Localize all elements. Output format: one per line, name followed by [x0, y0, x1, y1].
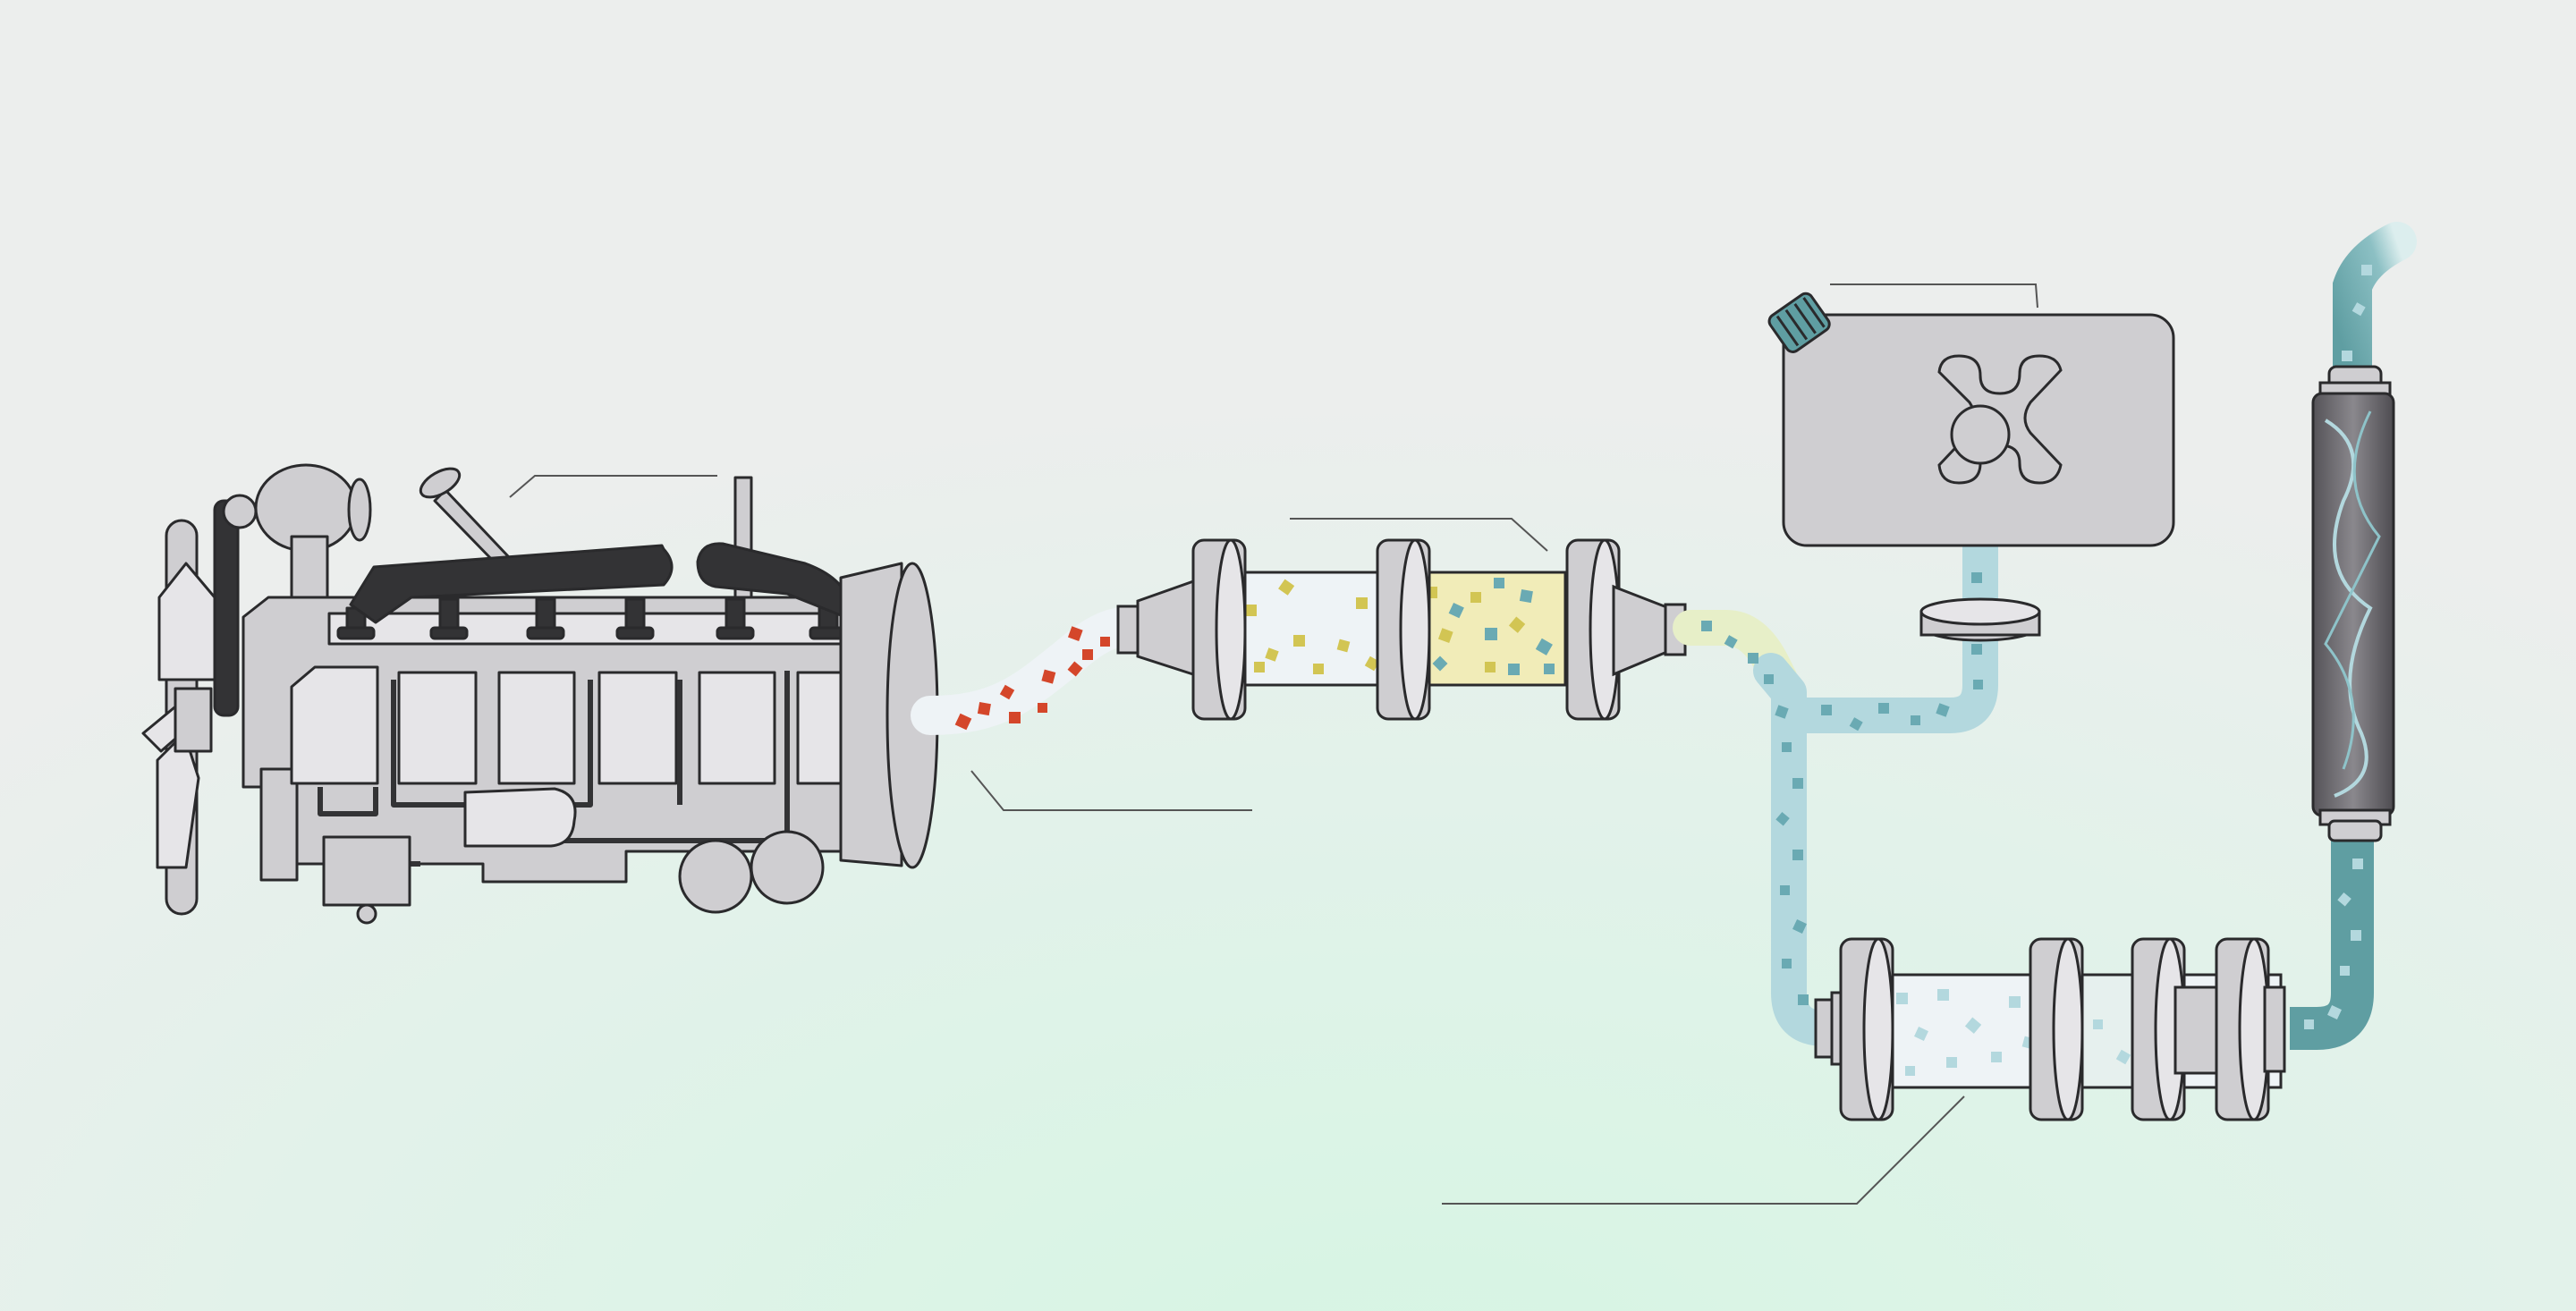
doc-particles-left: [1245, 579, 1380, 674]
muffler-swirl: [2324, 419, 2373, 798]
engine-mount: [259, 767, 299, 882]
leader-line-engine-outlet: [970, 770, 1252, 811]
raw-exhaust-particles: [954, 626, 1110, 731]
doc-particles-right: [1426, 587, 1526, 672]
dipstick-cap: [419, 467, 462, 499]
breather-pipe: [733, 476, 753, 613]
tailpipe-particles: [2304, 265, 2372, 1029]
raw-exhaust-stream: [911, 606, 1150, 735]
crank-pulley-1: [678, 839, 753, 914]
cylinder-head: [327, 612, 868, 646]
tailpipe-upper: [2333, 222, 2417, 395]
oil-filter: [463, 787, 577, 848]
leader-lines: [509, 283, 2038, 1205]
reduction-catalyst: [1814, 937, 2286, 1121]
fan-hub: [174, 687, 213, 753]
alternator-pulley: [222, 494, 258, 529]
doc-particles-teal: [1432, 578, 1555, 675]
muffler: [2311, 365, 2395, 842]
leader-line-oxidation-catalyst: [1290, 518, 1548, 552]
oxidation-catalyst: [1116, 538, 1687, 721]
tailpipe-lower: [2290, 823, 2374, 1050]
leader-line-fluid-tank: [1830, 283, 2038, 309]
leader-line-reduction-catalyst: [1442, 1095, 1965, 1205]
crank-pulley-2: [750, 830, 825, 905]
drive-belt: [213, 499, 240, 717]
intake-manifold: [349, 544, 674, 624]
fluid-tank: [1767, 292, 2175, 642]
tank-emboss-circle: [1950, 404, 2011, 465]
fluid-tank-cap-icon: [1767, 292, 1831, 353]
leader-line-engine: [509, 475, 717, 498]
starter-motor: [322, 835, 411, 907]
flywheel-housing: [839, 562, 903, 867]
engine: [141, 463, 939, 925]
